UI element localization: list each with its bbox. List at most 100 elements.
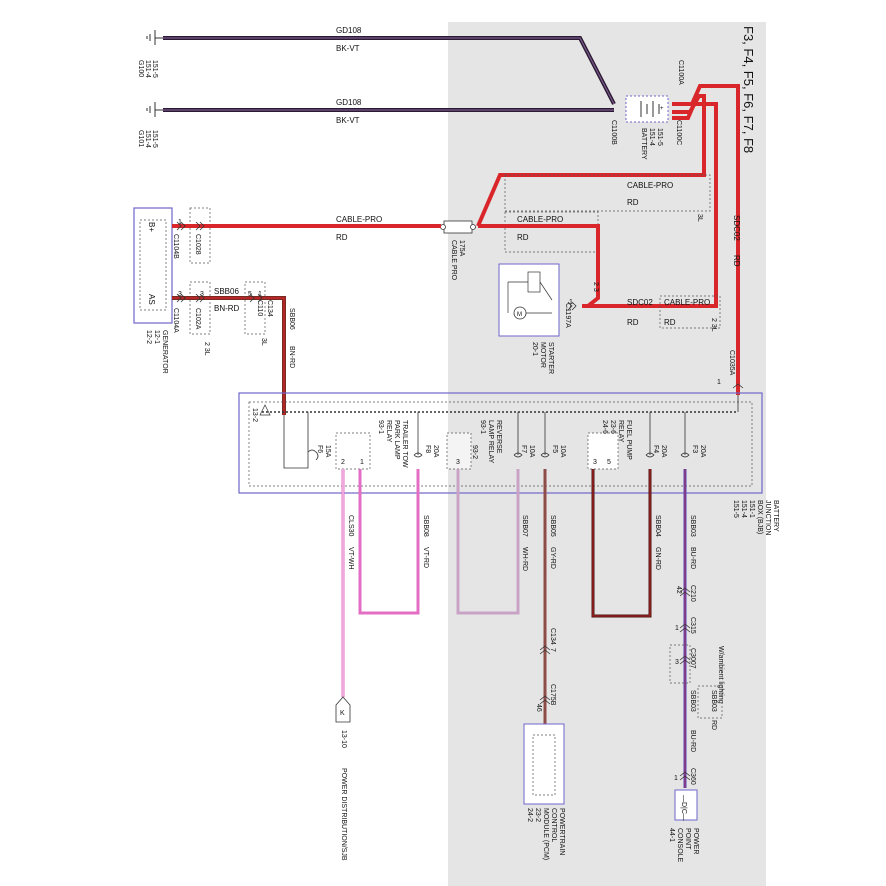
- fuse-f6: F6 15A: [307, 445, 331, 461]
- wire-color: VT-WH: [347, 547, 354, 570]
- cable-pro-fuse: CABLE PRO 175A: [440, 220, 476, 281]
- wire-color: RD: [627, 198, 639, 207]
- cable-bounds: [659, 295, 721, 329]
- flag-label: K: [340, 710, 345, 717]
- generator-label: GENERATOR: [161, 330, 168, 374]
- wire-circuit: SBB07: [521, 515, 528, 537]
- connector-c1104a: C1104A: [172, 308, 179, 333]
- fuse-f5: F5 10A: [540, 445, 566, 458]
- generator-page: 12-1: [153, 330, 160, 344]
- pin-label: 3: [593, 459, 597, 466]
- ground-g101: G101 151-4 151-5: [137, 102, 163, 148]
- wire-color: BU-RD: [689, 730, 696, 752]
- fuse-rating: 20A: [699, 445, 706, 458]
- connector-bounds: [189, 207, 211, 264]
- connector-c1035a: C1035A: [728, 350, 735, 376]
- relay-page: 24-6: [601, 420, 608, 434]
- battery-label: BATTERY: [640, 128, 647, 160]
- fuse-f4: F4 20A: [645, 445, 667, 458]
- pin-label: 46: [535, 704, 542, 712]
- pin-label: 3L: [696, 214, 703, 222]
- cable-bounds: [504, 174, 711, 212]
- pin-label: 1: [258, 291, 262, 298]
- pcm-label: CONTROL: [550, 808, 557, 842]
- connector-c210: C210: [689, 585, 696, 602]
- connector-c360: C360: [689, 768, 696, 785]
- wire-color: RD: [627, 318, 639, 327]
- connector-bounds: [669, 644, 691, 684]
- generator-page: 12-2: [145, 330, 152, 344]
- wire-sdc02-main: [672, 84, 740, 395]
- pin-label: 2 3: [592, 282, 599, 292]
- pcm-page: 23-2: [534, 808, 541, 822]
- ground-id: G101: [137, 130, 144, 147]
- pin-label: 2 3L: [203, 342, 210, 356]
- starter-label: MOTOR: [539, 342, 546, 368]
- power-point-icon: —D|C—: [680, 795, 687, 821]
- wire-gd108-top-stripe: [163, 37, 615, 105]
- wire-sdc02-starter: [582, 102, 718, 308]
- battery: + BATTERY 151-4 151-5: [625, 95, 669, 160]
- ambient-bounds: [697, 685, 723, 719]
- wire-circuit: CABLE-PRO: [517, 215, 563, 224]
- wire-color: WH-RD: [521, 547, 528, 571]
- ground-g100: G100 151-4 151-5: [137, 30, 163, 78]
- bjb-page: 151-5: [732, 500, 739, 518]
- fuse-id: F6: [316, 445, 323, 453]
- fuse-id: F4: [652, 445, 659, 453]
- wire-circuit: SBB06: [288, 308, 295, 330]
- relay-label: RELAY: [617, 420, 624, 443]
- connector-c1197a: C1197A: [564, 303, 571, 328]
- ambient-note: W/ambient lighting: [717, 646, 724, 704]
- connector-c1100c: C1100C: [675, 120, 682, 145]
- wire-color: BN-RD: [214, 304, 240, 313]
- fuses-title: F3, F4, F5, F6, F7, F8: [741, 26, 756, 153]
- connector-c1100b: C1100B: [610, 120, 617, 145]
- connector-c1028: C1028: [194, 234, 201, 255]
- as-terminal: AS: [147, 294, 156, 305]
- pin-label: 3L: [260, 338, 267, 346]
- pin-label: 1: [674, 775, 678, 782]
- pin-label: 1: [675, 625, 679, 632]
- bjb-label: JUNCTION: [764, 500, 771, 535]
- wire-color: GY-RD: [549, 547, 556, 569]
- connector-c134: C134: [266, 300, 273, 317]
- wire-color: VT-RD: [422, 547, 429, 568]
- relay-page: 93-1: [479, 420, 486, 434]
- pcm-page: 24-2: [526, 808, 533, 822]
- wire-circuit: SBB05: [549, 515, 556, 537]
- connector-chevrons: [176, 221, 744, 781]
- wire-circuit: CABLE-PRO: [336, 215, 382, 224]
- connector-c3007: C3007: [689, 648, 696, 669]
- power-point-label: CONSOLE: [676, 828, 683, 863]
- relay-page: 93-2: [471, 445, 478, 459]
- fuse-rating: 10A: [559, 445, 566, 458]
- fuse-id: F8: [424, 445, 431, 453]
- power-dist-label: POWER DISTRIBUTION/SJB: [340, 768, 347, 861]
- pin-label: 3: [200, 291, 204, 298]
- starter-page: 20-1: [531, 342, 538, 356]
- wire-color: RD: [664, 318, 676, 327]
- relay-page: 23-6: [609, 420, 616, 434]
- connector-c110: C110: [256, 300, 263, 316]
- relay-label: FUEL PUMP: [625, 420, 632, 460]
- triangle-icon: [259, 404, 271, 416]
- relay-label: PARK LAMP: [393, 420, 400, 460]
- wire-circuit: SBB03: [689, 515, 696, 537]
- connector-c102a: C102A: [194, 308, 201, 330]
- wire-circuit: GD108: [336, 26, 362, 35]
- bjb-ref: 13-2: [251, 408, 258, 422]
- wire-sbb07: [456, 469, 520, 615]
- wire-circuit: CABLE-PRO: [664, 298, 710, 307]
- ground-page: 151-4: [144, 60, 151, 78]
- plus-sign: +: [660, 106, 664, 112]
- wire-circuit: CABLE-PRO: [627, 181, 673, 190]
- wire-circuit: SBB08: [422, 515, 429, 537]
- wire-circuit: SBB03: [710, 690, 717, 712]
- fuse-rating: 175A: [458, 240, 465, 257]
- fuse-f3: F3 20A: [680, 445, 706, 458]
- connector-c1104b: C1104B: [172, 234, 179, 259]
- bjb-label: BATTERY: [772, 500, 779, 532]
- fuse-id: F5: [551, 445, 558, 453]
